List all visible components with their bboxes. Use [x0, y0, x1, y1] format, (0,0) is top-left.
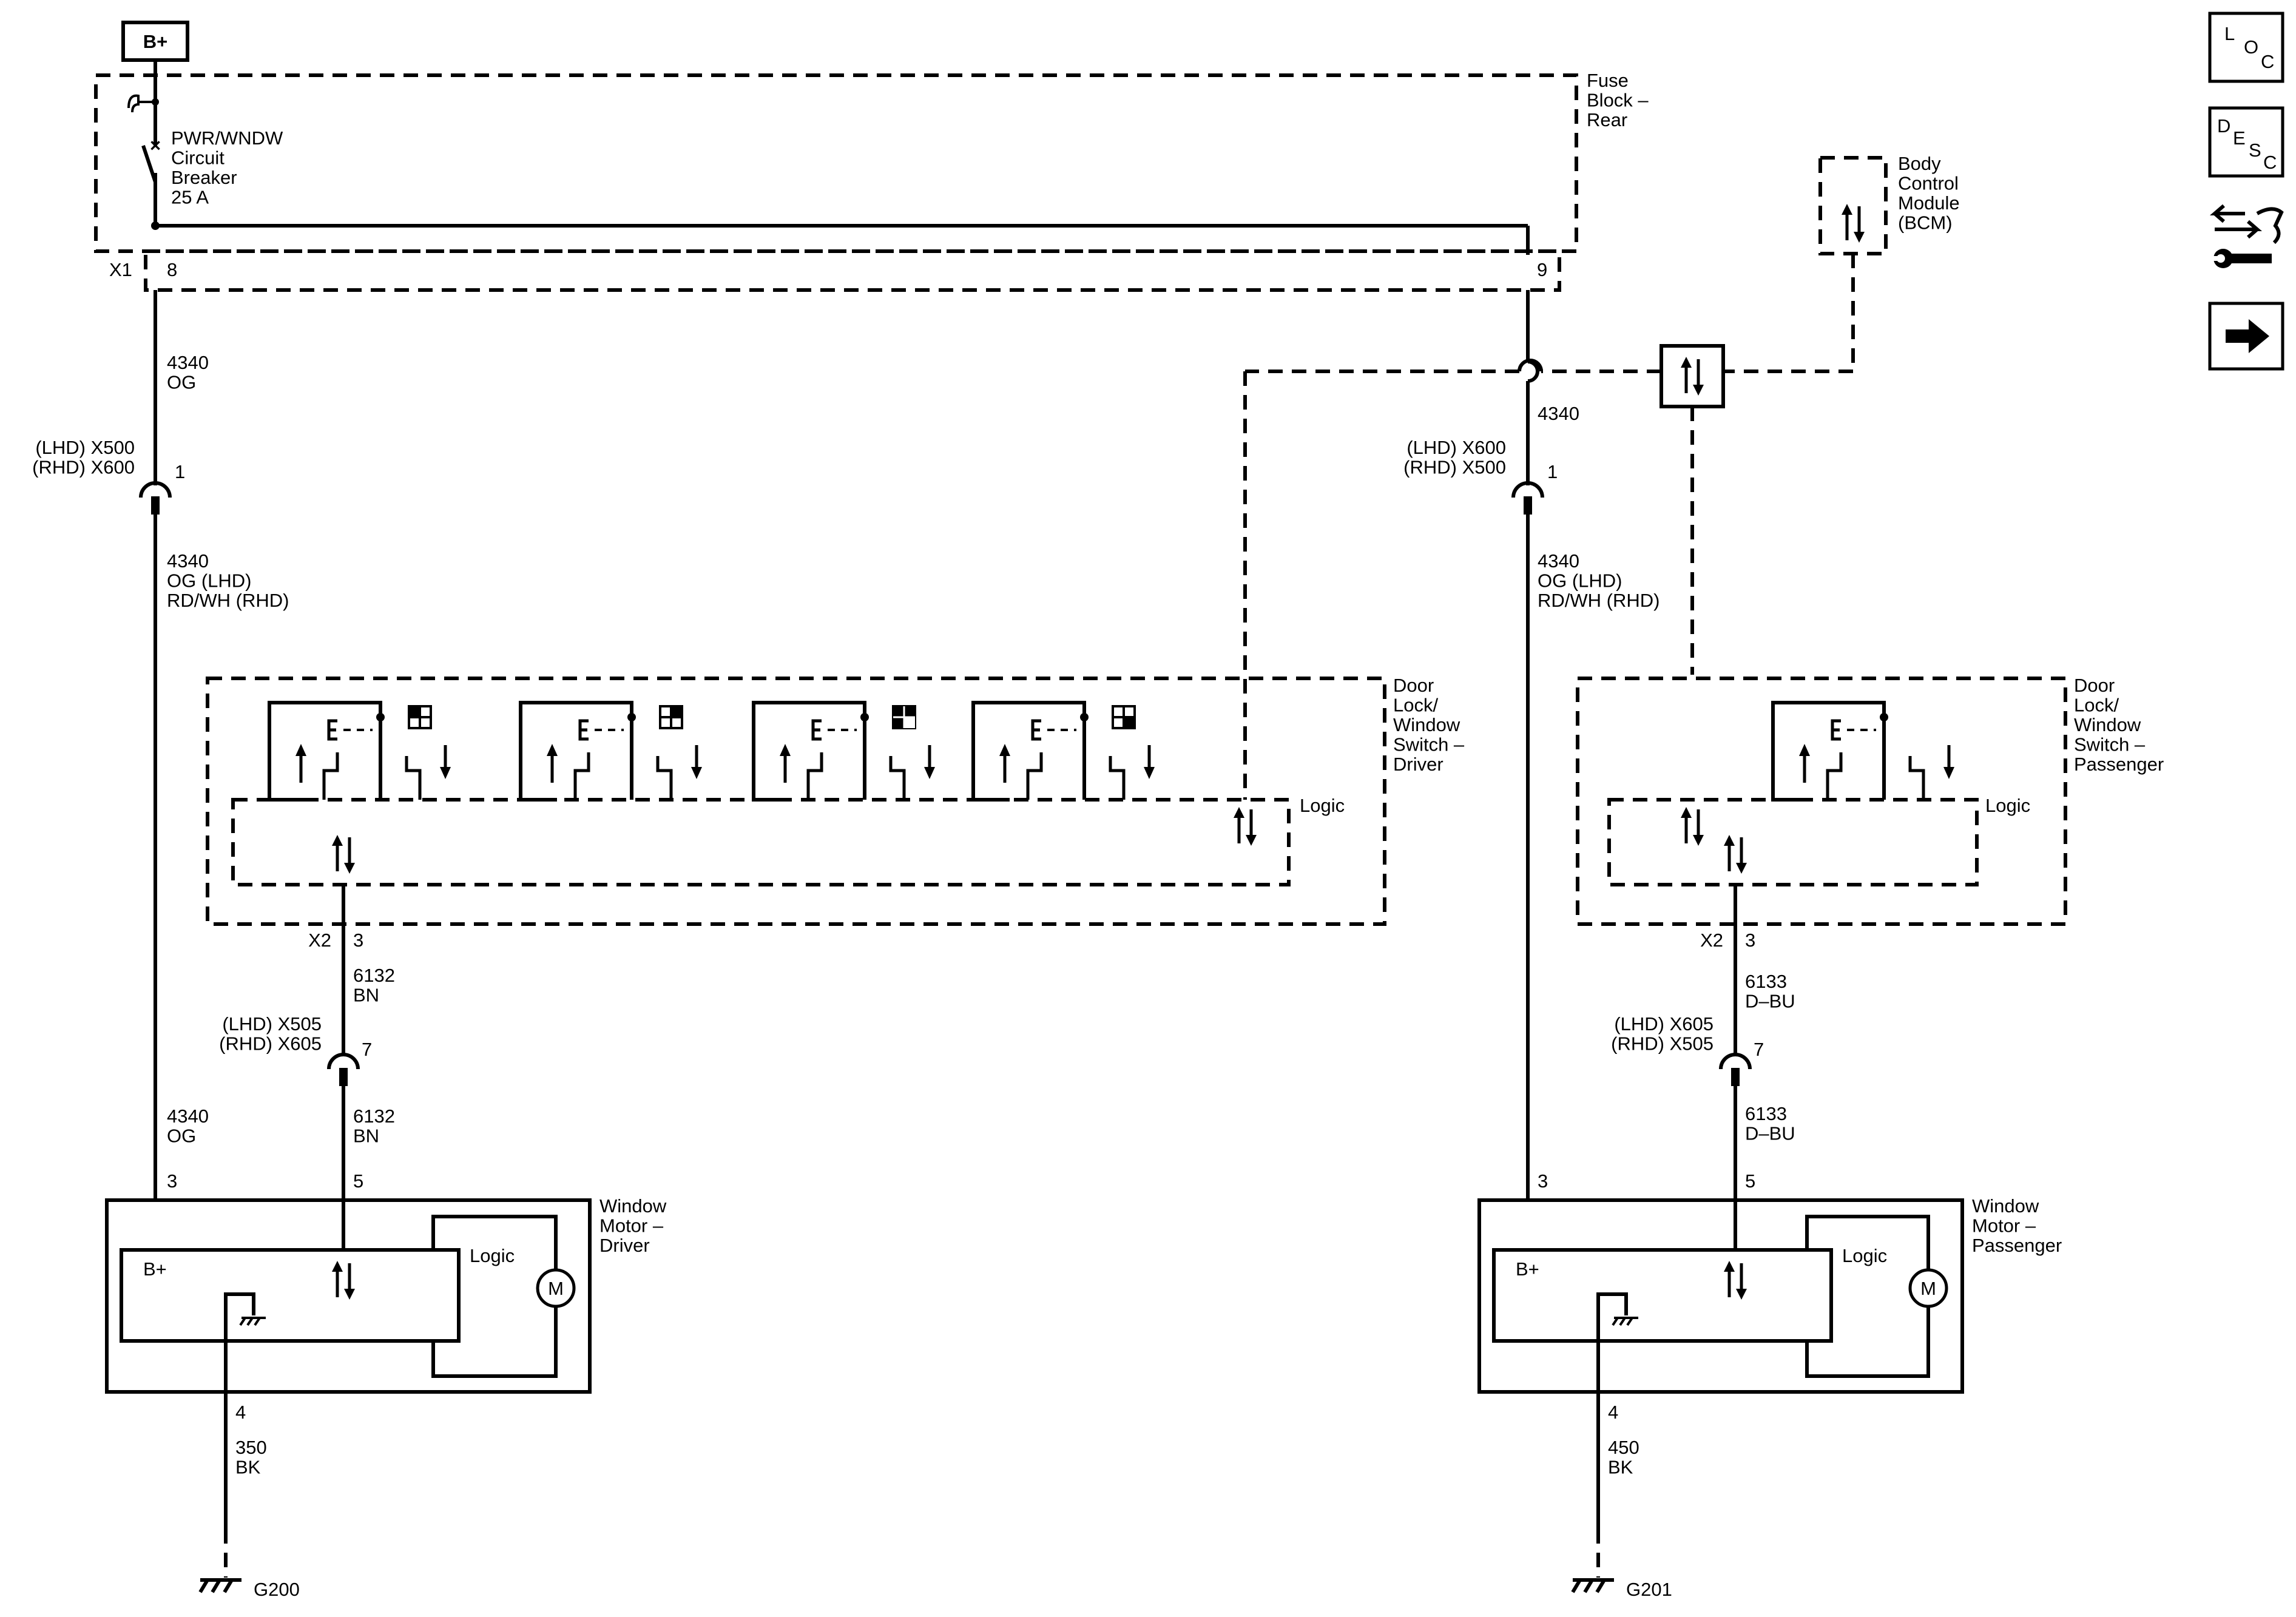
fuse-pin-8: 8	[167, 259, 177, 280]
driver-motor-symbol: M	[548, 1278, 564, 1299]
passenger-switch-logic-label: Logic	[1985, 795, 2030, 816]
passenger-inline-pin: 1	[1547, 461, 1558, 482]
passenger-inline-connector-label: (LHD) X600(RHD) X500	[1403, 437, 1506, 478]
svg-text:×: ×	[150, 135, 161, 156]
connector-wrench-icon[interactable]	[2209, 204, 2284, 268]
passenger-ground-label: G201	[1626, 1579, 1672, 1600]
driver-switch-logic-label: Logic	[1300, 795, 1345, 816]
driver-inline-pin: 1	[175, 461, 185, 482]
driver-switch-elements	[268, 701, 1155, 802]
driver-signal-inline-connector: (LHD) X505(RHD) X605	[219, 1013, 322, 1055]
passenger-signal-inline-connector: (LHD) X605(RHD) X505	[1611, 1013, 1714, 1055]
window-select-icon	[408, 705, 432, 729]
driver-motor-pin-5: 5	[353, 1170, 363, 1192]
window-select-icon	[892, 705, 916, 729]
passenger-ground-pin: 4	[1608, 1402, 1618, 1423]
passenger-motor-logic-label: Logic	[1842, 1245, 1887, 1266]
passenger-motor-pin-5: 5	[1745, 1170, 1755, 1192]
desc-letter-s: S	[2249, 140, 2261, 161]
desc-letter-e: E	[2233, 127, 2246, 149]
window-switch-3	[752, 701, 935, 802]
driver-motor-logic-label: Logic	[470, 1245, 515, 1266]
loc-button[interactable]: L O C	[2208, 12, 2284, 83]
loc-letter-o: O	[2244, 36, 2258, 58]
next-button[interactable]	[2208, 302, 2284, 371]
passenger-motor-bplus: B+	[1516, 1258, 1539, 1280]
window-switch-1	[268, 701, 451, 802]
fuse-pin-9: 9	[1537, 259, 1547, 280]
driver-ground-pin: 4	[235, 1402, 246, 1423]
passenger-wire-top-label: 4340	[1538, 403, 1579, 424]
passenger-motor-pin-3: 3	[1538, 1170, 1548, 1192]
desc-letter-d: D	[2217, 115, 2230, 137]
driver-motor-bplus: B+	[143, 1258, 167, 1280]
driver-switch-connector: X2	[308, 930, 331, 951]
passenger-signal-inline-pin: 7	[1754, 1039, 1764, 1060]
battery-label: B+	[143, 31, 168, 52]
fuse-connector-label: X1	[109, 259, 132, 280]
sidebar-nav: L O C D E S C	[2208, 12, 2284, 371]
driver-ground-label: G200	[254, 1579, 300, 1600]
passenger-switch-elements	[1771, 701, 1954, 802]
driver-switch-pin: 3	[353, 930, 363, 951]
passenger-switch-pin: 3	[1745, 930, 1755, 951]
arrow-right-icon	[2226, 319, 2269, 353]
loc-letter-c: C	[2261, 51, 2274, 72]
passenger-switch-connector: X2	[1700, 930, 1723, 951]
battery-source: B+	[121, 21, 189, 76]
window-switch-4	[971, 701, 1155, 802]
window-switch-2	[519, 701, 702, 802]
driver-motor-pin-3: 3	[167, 1170, 177, 1192]
window-select-icon	[659, 705, 683, 729]
desc-letter-c: C	[2263, 152, 2277, 173]
driver-signal-inline-pin: 7	[362, 1039, 372, 1060]
window-select-icon	[1112, 705, 1136, 729]
passenger-motor-symbol: M	[1920, 1278, 1936, 1299]
driver-inline-connector-label: (LHD) X500(RHD) X600	[32, 437, 135, 478]
window-switch-5	[1771, 701, 1954, 802]
loc-letter-l: L	[2224, 23, 2235, 44]
desc-button[interactable]: D E S C	[2208, 106, 2284, 178]
